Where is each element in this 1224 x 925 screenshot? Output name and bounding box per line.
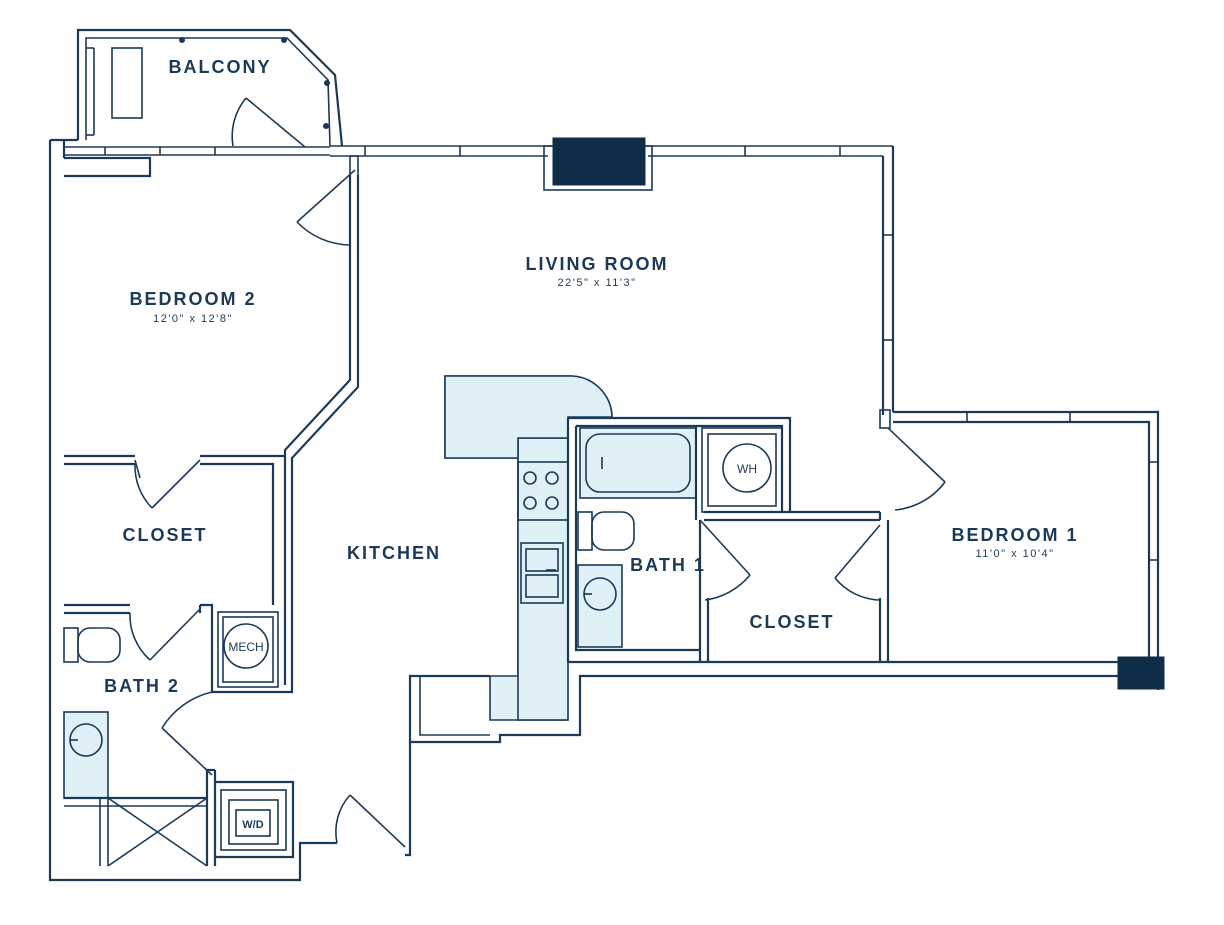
bath-2-label: BATH 2 [104, 676, 180, 696]
living-room-dimensions: 22'5" x 11'3" [557, 277, 636, 289]
entry-door [335, 794, 406, 848]
bedroom-1-dimensions: 11'0" x 10'4" [975, 548, 1054, 560]
exterior-walls [48, 138, 1160, 882]
fireplace [552, 137, 646, 186]
closet-left-label: CLOSET [122, 525, 207, 545]
kitchen-label: KITCHEN [347, 543, 441, 563]
balcony: BALCONY [76, 28, 344, 148]
column-block [1117, 656, 1165, 690]
bedroom-1: BEDROOM 1 11'0" x 10'4" [879, 409, 1078, 560]
window-mullions [104, 146, 841, 156]
closet-right: CLOSET [698, 512, 890, 662]
bedroom-2: BEDROOM 2 12'0" x 12'8" [64, 155, 360, 694]
washer-dryer-closet: W/D [215, 780, 295, 859]
washer-dryer-label: W/D [242, 819, 263, 831]
bath-1: WH BATH 1 [566, 416, 880, 662]
balcony-label: BALCONY [169, 57, 272, 77]
bath-1-label: BATH 1 [630, 555, 706, 575]
bedroom-1-label: BEDROOM 1 [951, 525, 1078, 545]
closet-left: CLOSET [64, 454, 285, 605]
living-room-label: LIVING ROOM [526, 254, 669, 274]
bedroom-2-label: BEDROOM 2 [129, 289, 256, 309]
mech-closet: MECH [217, 611, 279, 688]
closet-right-label: CLOSET [749, 612, 834, 632]
kitchen: KITCHEN [347, 375, 613, 736]
bath-2: BATH 2 [63, 603, 217, 867]
mech-label: MECH [228, 640, 263, 654]
bedroom-2-dimensions: 12'0" x 12'8" [153, 313, 233, 325]
water-heater-label: WH [737, 462, 757, 476]
living-room: LIVING ROOM 22'5" x 11'3" [526, 254, 669, 289]
